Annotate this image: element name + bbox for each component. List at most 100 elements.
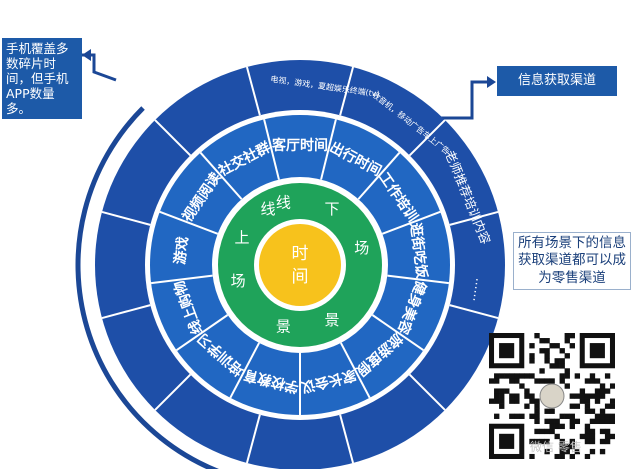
qr-module xyxy=(559,443,565,450)
qr-module xyxy=(534,438,540,445)
qr-module xyxy=(499,373,505,379)
qr-module xyxy=(554,433,560,440)
qr-module xyxy=(599,428,606,435)
qr-module xyxy=(584,378,591,384)
qr-module xyxy=(494,398,500,404)
qr-module xyxy=(569,453,575,459)
qr-module xyxy=(559,373,565,379)
qr-module xyxy=(534,403,540,409)
qr-module xyxy=(544,358,550,364)
qr-module xyxy=(589,438,596,445)
qr-module xyxy=(584,403,591,409)
qr-module xyxy=(529,393,535,399)
qr-module xyxy=(569,438,575,445)
qr-module xyxy=(599,438,606,445)
ring-char: 上 xyxy=(234,228,249,246)
qr-module xyxy=(534,333,540,339)
qr-module xyxy=(564,338,570,344)
qr-module xyxy=(564,333,570,339)
qr-module xyxy=(529,373,535,379)
qr-module xyxy=(559,358,565,364)
qr-module xyxy=(569,443,575,450)
ring-char: 场 xyxy=(231,272,246,290)
qr-module xyxy=(544,353,550,359)
qr-module xyxy=(604,373,611,379)
outer-channel-label: …… xyxy=(470,277,487,303)
qr-module xyxy=(524,373,530,379)
qr-module xyxy=(534,378,540,384)
qr-module xyxy=(519,413,525,419)
qr-module xyxy=(584,453,591,459)
arrow-right-head xyxy=(487,76,496,88)
arrow-left-head xyxy=(82,49,91,61)
qr-module xyxy=(604,438,611,445)
qr-module xyxy=(559,413,565,419)
qr-module xyxy=(609,383,615,389)
qr-module xyxy=(569,343,575,349)
qr-module xyxy=(584,438,591,445)
ring-char: 线 xyxy=(276,194,291,212)
outer-divider xyxy=(245,66,261,116)
segment-divider xyxy=(381,210,441,235)
qr-module xyxy=(509,393,515,399)
ring-char: 场 xyxy=(354,239,369,257)
qr-module xyxy=(504,388,510,394)
outer-divider xyxy=(245,414,261,464)
qr-module xyxy=(554,423,560,430)
qr-module xyxy=(594,398,601,404)
outer-divider xyxy=(154,373,192,411)
segment-divider xyxy=(320,119,337,180)
qr-module xyxy=(509,413,515,419)
retail-channel-note: 所有场景下的信息获取渠道都可以成为零售渠道 xyxy=(513,232,631,290)
callout-info-channels: 信息获取渠道 xyxy=(497,66,617,96)
qr-module xyxy=(499,393,505,399)
qr-module xyxy=(494,373,500,379)
qr-module xyxy=(554,363,560,369)
qr-module xyxy=(604,403,611,409)
segment-label: 逛街吃饭 xyxy=(407,222,431,281)
qr-module xyxy=(559,448,565,455)
qr-module xyxy=(594,413,601,419)
qr-module xyxy=(534,413,540,419)
qr-module xyxy=(539,338,545,344)
qr-module xyxy=(539,378,545,384)
center-circle xyxy=(259,224,341,306)
center-label-top: 时 xyxy=(292,244,309,264)
qr-module xyxy=(574,448,581,455)
qr-module xyxy=(519,373,525,379)
qr-module xyxy=(599,448,606,455)
outer-divider xyxy=(154,119,192,157)
center-label-bottom: 间 xyxy=(292,267,309,287)
qr-module xyxy=(589,393,596,399)
qr-module xyxy=(599,388,606,394)
qr-module xyxy=(569,333,575,339)
qr-module xyxy=(589,378,596,384)
qr-module xyxy=(544,428,550,435)
qr-module xyxy=(589,428,596,435)
qr-module xyxy=(514,413,520,419)
segment-divider xyxy=(387,274,450,285)
qr-module xyxy=(514,378,520,384)
segment-divider xyxy=(340,342,371,399)
qr-module xyxy=(609,398,615,404)
watermark: 微信 零售 xyxy=(530,440,582,454)
qr-module xyxy=(529,398,535,404)
qr-module xyxy=(534,428,540,435)
qr-module xyxy=(534,398,540,404)
qr-module xyxy=(544,418,550,425)
ring-char: 下 xyxy=(324,200,339,218)
qr-module xyxy=(519,383,525,389)
qr-module xyxy=(499,403,505,409)
qr-module xyxy=(524,403,530,409)
qr-module xyxy=(494,413,500,419)
qr-module xyxy=(544,338,550,344)
qr-module xyxy=(534,418,540,425)
qr-module xyxy=(579,388,586,394)
qr-module xyxy=(589,373,596,379)
qr-module xyxy=(564,443,570,450)
segment-divider xyxy=(199,152,243,200)
qr-module xyxy=(589,408,596,414)
qr-module xyxy=(584,408,591,414)
qr-module xyxy=(529,413,535,419)
qr-module xyxy=(584,393,591,399)
